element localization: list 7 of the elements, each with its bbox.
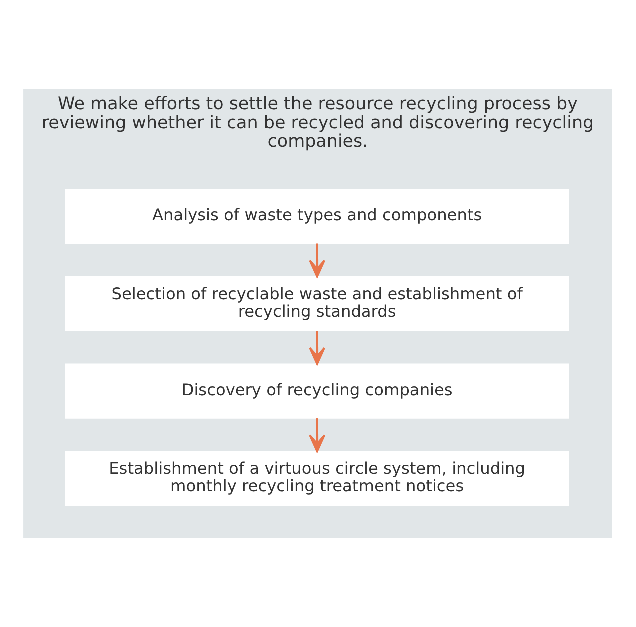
arrow xyxy=(309,330,326,365)
node-box: Analysis of waste types and components xyxy=(65,188,570,244)
arrow xyxy=(309,418,326,452)
arrow xyxy=(309,243,326,278)
node-box: Establishment of a virtuous circle system, including monthly recycling treatment notices xyxy=(65,450,570,506)
node-box: Selection of recyclable waste and establishment of recycling standards xyxy=(65,276,570,331)
node-box: Discovery of recycling companies xyxy=(65,363,570,418)
